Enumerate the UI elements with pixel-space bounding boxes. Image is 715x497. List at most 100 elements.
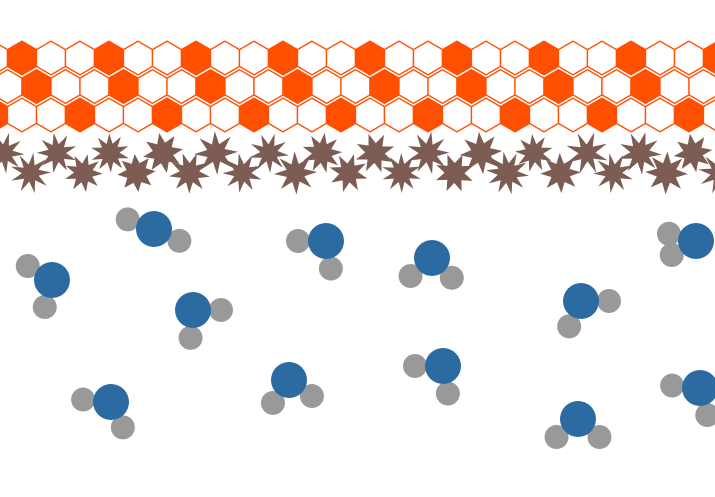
water-molecule: [403, 348, 461, 406]
empty-hexagon: [296, 40, 328, 76]
hydrogen-atom: [398, 264, 423, 288]
star-particle: [0, 132, 25, 174]
oxygen-atom: [308, 223, 344, 259]
hydrogen-atom: [299, 384, 324, 409]
filled-hexagon: [267, 40, 299, 76]
filled-hexagon: [456, 68, 487, 105]
empty-hexagon: [354, 97, 386, 133]
empty-hexagon: [427, 68, 458, 105]
star-particle: [249, 133, 289, 174]
star-particle: [514, 134, 553, 172]
filled-hexagon: [586, 97, 618, 133]
hydrogen-atom: [167, 228, 192, 253]
empty-hexagon: [122, 40, 154, 76]
empty-hexagon: [441, 97, 473, 133]
water-molecule: [557, 283, 621, 339]
empty-hexagon: [180, 97, 212, 133]
empty-hexagon: [93, 97, 125, 133]
star-particle: [273, 151, 318, 195]
filled-hexagon: [180, 40, 212, 76]
empty-hexagon: [209, 97, 241, 133]
hydrogen-atom: [71, 387, 96, 412]
empty-hexagon: [340, 68, 371, 105]
filled-hexagon: [369, 68, 400, 105]
filled-hexagon: [6, 40, 38, 76]
star-particle: [169, 153, 210, 194]
star-particle: [486, 151, 529, 195]
empty-hexagon: [151, 40, 183, 76]
hydrogen-atom: [15, 254, 40, 278]
empty-hexagon: [557, 97, 589, 133]
filled-hexagon: [151, 97, 183, 133]
oxygen-atom: [425, 348, 461, 384]
empty-hexagon: [238, 40, 270, 76]
filled-hexagon: [412, 97, 444, 133]
water-molecule: [544, 401, 612, 449]
filled-hexagon: [499, 97, 531, 133]
empty-hexagon: [557, 40, 589, 76]
empty-hexagon: [137, 68, 168, 105]
empty-hexagon: [615, 97, 647, 133]
empty-hexagon: [412, 40, 444, 76]
filled-hexagon: [108, 68, 139, 105]
empty-hexagon: [644, 97, 676, 133]
hydrogen-atom: [435, 381, 460, 406]
star-particle: [593, 153, 633, 194]
star-particle: [459, 131, 503, 175]
oxygen-atom: [560, 401, 596, 437]
empty-hexagon: [601, 68, 632, 105]
empty-hexagon: [311, 68, 342, 105]
empty-hexagon: [0, 68, 23, 105]
star-particle: [194, 131, 238, 175]
empty-hexagon: [50, 68, 81, 105]
filled-hexagon: [238, 97, 270, 133]
hexagon-lattice-layer: [0, 40, 715, 133]
empty-hexagon: [267, 97, 299, 133]
empty-hexagon: [673, 40, 705, 76]
water-molecule-layer: [15, 207, 715, 449]
star-particle: [117, 153, 156, 193]
filled-hexagon: [673, 97, 705, 133]
hydrogen-atom: [260, 390, 285, 415]
water-molecule: [115, 207, 192, 253]
hydrogen-atom: [115, 207, 140, 232]
hydrogen-atom: [318, 256, 343, 281]
empty-hexagon: [35, 40, 67, 76]
oxygen-atom: [678, 223, 714, 259]
star-particle: [302, 132, 343, 173]
hydrogen-atom: [597, 289, 621, 313]
empty-hexagon: [383, 40, 415, 76]
empty-hexagon: [688, 68, 715, 105]
hydrogen-atom: [544, 425, 569, 449]
empty-hexagon: [586, 40, 618, 76]
empty-hexagon: [514, 68, 545, 105]
star-particle: [540, 152, 581, 194]
empty-hexagon: [398, 68, 429, 105]
empty-hexagon: [35, 97, 67, 133]
empty-hexagon: [499, 40, 531, 76]
water-molecule: [286, 223, 344, 281]
star-particle: [645, 151, 688, 195]
water-molecule: [15, 254, 70, 320]
empty-hexagon: [325, 40, 357, 76]
hydrogen-atom: [660, 373, 685, 398]
empty-hexagon: [253, 68, 284, 105]
star-particle: [143, 133, 183, 173]
star-particle: [329, 154, 368, 192]
empty-hexagon: [572, 68, 603, 105]
oxygen-atom: [563, 283, 599, 319]
star-particle: [11, 152, 52, 194]
oxygen-atom: [136, 211, 172, 247]
empty-hexagon: [166, 68, 197, 105]
water-molecule: [175, 292, 233, 350]
oxygen-atom: [271, 362, 307, 398]
filled-hexagon: [282, 68, 313, 105]
water-molecule: [260, 362, 324, 415]
empty-hexagon: [470, 97, 502, 133]
star-particle: [36, 133, 77, 173]
hydrogen-atom: [286, 229, 310, 253]
oxygen-atom: [175, 292, 211, 328]
empty-hexagon: [470, 40, 502, 76]
oxygen-atom: [34, 262, 70, 298]
